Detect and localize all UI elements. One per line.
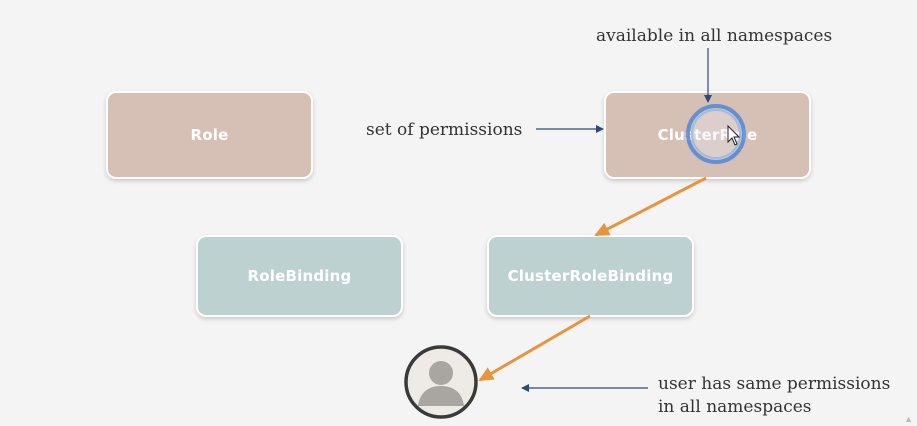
permissions-annotation: set of permissions [366,120,523,140]
cluster-role-binding-label: ClusterRoleBinding [507,267,674,285]
user-annotation-line2: in all namespaces [658,397,812,417]
cluster-role-label: ClusterRole [657,126,758,144]
user-avatar-icon [404,345,478,419]
corner-mark: ▲ [904,414,913,424]
cluster-role-box: ClusterRole [604,91,811,179]
namespaces-annotation: available in all namespaces [596,26,833,46]
role-label: Role [190,126,229,144]
user-annotation-line1: user has same permissions [658,374,891,394]
binding-to-user-arrow [478,314,591,382]
clusterrole-to-binding-arrow [594,176,707,237]
cluster-role-binding-box: ClusterRoleBinding [487,235,694,317]
role-box: Role [106,91,313,179]
role-binding-label: RoleBinding [247,267,352,285]
role-binding-box: RoleBinding [196,235,403,317]
